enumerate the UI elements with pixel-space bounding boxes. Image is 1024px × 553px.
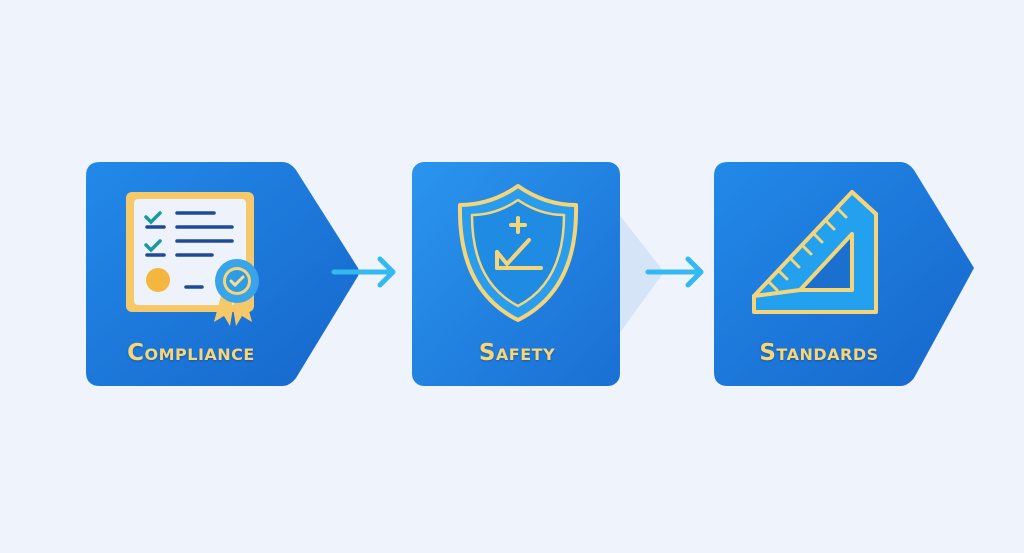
shield-check-icon [457,184,579,322]
ruler-triangle-icon [752,190,878,314]
arrow-icon [331,256,396,288]
compliance-label: Compliance [127,340,255,366]
safety-label: Safety [478,340,556,366]
arrow-icon [645,256,704,288]
certificate-icon [126,192,259,326]
standards-label: Standards [759,340,879,366]
